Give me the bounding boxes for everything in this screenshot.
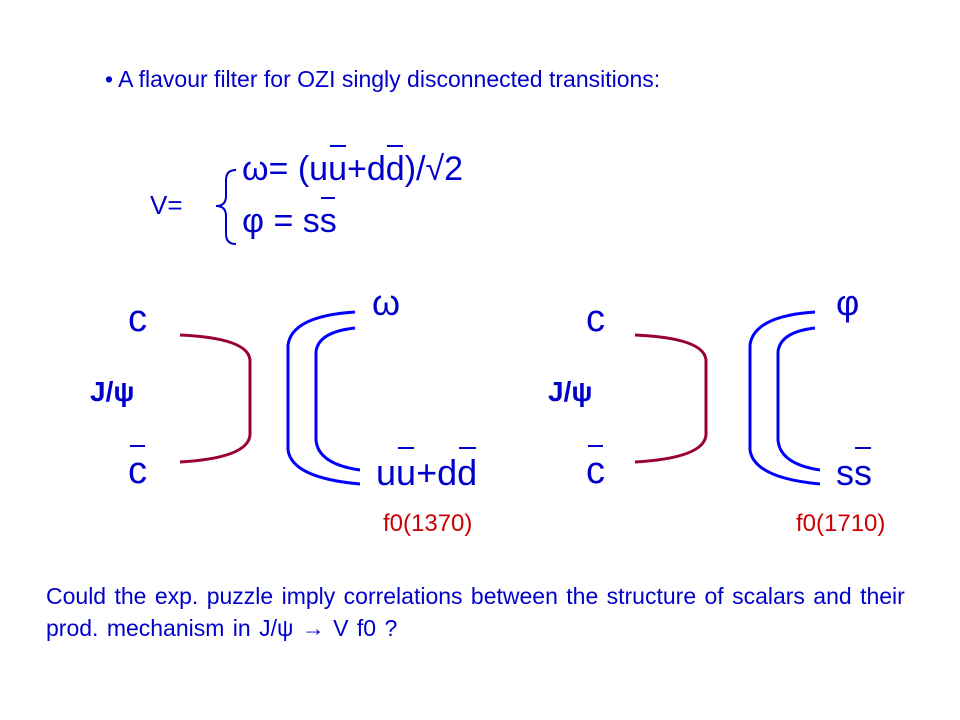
left-quark-line xyxy=(179,333,252,464)
left-jpsi-label: J/ψ xyxy=(90,376,135,407)
slide-title: • A flavour filter for OZI singly discon… xyxy=(105,66,661,92)
left-cbar-quark: c xyxy=(128,445,147,492)
right-final-state: ss xyxy=(836,447,872,493)
right-inner-line xyxy=(776,326,821,472)
left-c-quark: c xyxy=(128,298,147,340)
omega-definition: ω= (uu+dd)/√2 xyxy=(242,145,464,188)
right-c-quark: c xyxy=(586,298,605,340)
omega-label: ω xyxy=(372,282,401,323)
right-quark-line xyxy=(634,333,708,464)
bottom-question: Could the exp. puzzle imply correlations… xyxy=(46,583,905,641)
right-cbar-quark: c xyxy=(586,445,605,492)
right-jpsi-label: J/ψ xyxy=(548,376,593,407)
f0-1370-label: f0(1370) xyxy=(383,510,473,537)
left-inner-line xyxy=(314,326,361,472)
f0-1710-label: f0(1710) xyxy=(796,510,886,537)
v-label: V= xyxy=(150,190,183,220)
phi-label: φ xyxy=(836,282,860,323)
phi-definition: φ = ss xyxy=(242,197,337,240)
left-outer-line xyxy=(286,310,361,486)
left-final-state: uu+dd xyxy=(376,447,478,493)
v-brace xyxy=(215,169,237,245)
right-outer-line xyxy=(748,310,821,486)
